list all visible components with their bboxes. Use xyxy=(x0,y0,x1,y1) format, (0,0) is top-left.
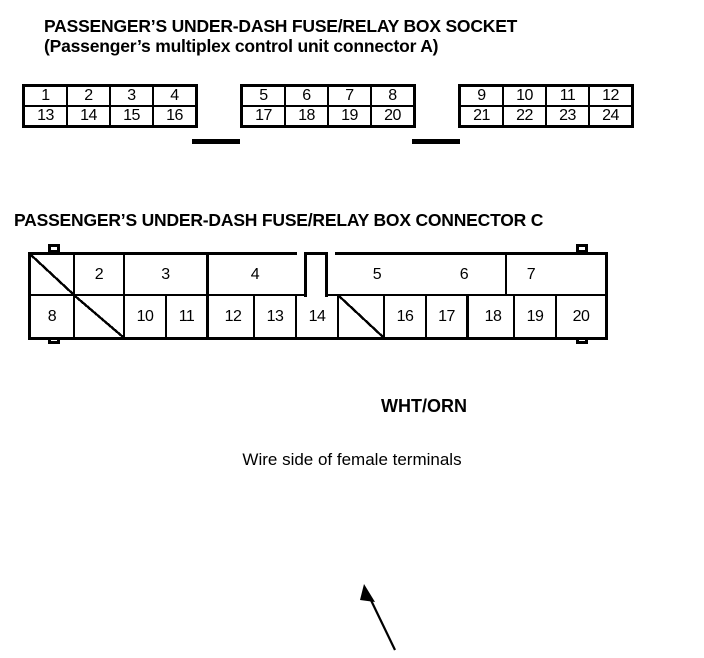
top-edge-gap-right xyxy=(323,251,335,259)
connector-a-block-1-top-row: 1 2 3 4 xyxy=(25,87,195,107)
pin-cell: 2 xyxy=(75,255,125,294)
pin-cell: 5 xyxy=(243,87,286,105)
pin-cell: 19 xyxy=(329,107,372,125)
pin-cell: 3 xyxy=(111,87,154,105)
pin-cell: 11 xyxy=(167,296,209,337)
wire-callout-arrow xyxy=(360,584,396,651)
pin-cell: 7 xyxy=(329,87,372,105)
pin-cell: 2 xyxy=(68,87,111,105)
pin-cell: 12 xyxy=(213,296,255,337)
pin-cell: 10 xyxy=(125,296,167,337)
pin-cell: 4 xyxy=(170,87,179,104)
connector-a-block-2-bottom-row: 17 18 19 20 xyxy=(243,107,413,125)
pin-cell: 14 xyxy=(68,107,111,125)
pin-cell-blank xyxy=(31,255,75,294)
pin-cell-blank xyxy=(339,296,385,337)
pin-cell: 17 xyxy=(243,107,286,125)
connector-a-title: PASSENGER’S UNDER-DASH FUSE/RELAY BOX SO… xyxy=(44,16,517,57)
connector-a-block-3-top-row: 9 10 11 12 xyxy=(461,87,631,107)
wire-color-label: WHT/ORN xyxy=(381,396,467,416)
pin-cell: 18 xyxy=(473,296,515,337)
pin-cell: 16 xyxy=(385,296,427,337)
pin-cell: 11 xyxy=(547,87,590,105)
pin-cell: 7 xyxy=(507,255,555,294)
pin-cell: 6 xyxy=(423,255,507,294)
pin-cell: 4 xyxy=(213,255,297,294)
pin-cell: 20 xyxy=(384,107,401,124)
pin-cell-blank xyxy=(75,296,125,337)
connector-a-title-line2: (Passenger’s multiplex control unit conn… xyxy=(44,36,439,57)
pin-cell: 21 xyxy=(461,107,504,125)
diagram-caption: Wire side of female terminals xyxy=(242,450,462,469)
pin-cell: 1 xyxy=(25,87,68,105)
connector-a-block-1-bottom-row: 13 14 15 16 xyxy=(25,107,195,125)
connector-a-title-line1: PASSENGER’S UNDER-DASH FUSE/RELAY BOX SO… xyxy=(44,16,518,36)
top-edge-gap-left xyxy=(297,251,309,259)
pin-cell: 13 xyxy=(255,296,297,337)
pin-cell: 5 xyxy=(335,255,419,294)
pin-cell: 14 xyxy=(297,296,339,337)
pin-cell: 8 xyxy=(388,87,397,104)
pin-cell: 20 xyxy=(557,296,605,337)
mounting-tab-top-left xyxy=(48,244,60,253)
connector-c-title: PASSENGER’S UNDER-DASH FUSE/RELAY BOX CO… xyxy=(14,210,544,230)
connector-a-block-2-top-row: 5 6 7 8 xyxy=(243,87,413,107)
connector-a-block-1: 1 2 3 4 13 14 15 16 xyxy=(22,84,198,128)
pin-cell: 23 xyxy=(547,107,590,125)
pin-cell: 13 xyxy=(25,107,68,125)
connector-a-link-tab-2 xyxy=(412,139,460,144)
pin-cell: 8 xyxy=(31,296,75,337)
pin-cell: 22 xyxy=(504,107,547,125)
pin-cell: 24 xyxy=(602,107,619,124)
connector-a-block-2: 5 6 7 8 17 18 19 20 xyxy=(240,84,416,128)
pin-cell: 9 xyxy=(461,87,504,105)
connector-c-diagram: 2 3 4 5 6 7 8 10 11 12 13 14 16 17 18 19… xyxy=(0,244,704,651)
pin-cell: 17 xyxy=(427,296,469,337)
pin-cell: 15 xyxy=(111,107,154,125)
pin-cell: 19 xyxy=(515,296,557,337)
pin-cell: 3 xyxy=(125,255,209,294)
connector-a-diagram: 1 2 3 4 13 14 15 16 5 6 7 8 17 18 19 20 … xyxy=(0,84,704,174)
pin-cell: 6 xyxy=(286,87,329,105)
pin-cell: 16 xyxy=(166,107,183,124)
connector-a-block-3: 9 10 11 12 21 22 23 24 xyxy=(458,84,634,128)
connector-c-bottom-row: 8 10 11 12 13 14 16 17 18 19 20 xyxy=(31,296,605,337)
connector-a-link-tab-1 xyxy=(192,139,240,144)
mounting-tab-top-right xyxy=(576,244,588,253)
pin-cell: 18 xyxy=(286,107,329,125)
polarizing-key-box xyxy=(304,252,328,297)
connector-a-block-3-bottom-row: 21 22 23 24 xyxy=(461,107,631,125)
pin-cell: 12 xyxy=(602,87,619,104)
pin-cell: 10 xyxy=(504,87,547,105)
